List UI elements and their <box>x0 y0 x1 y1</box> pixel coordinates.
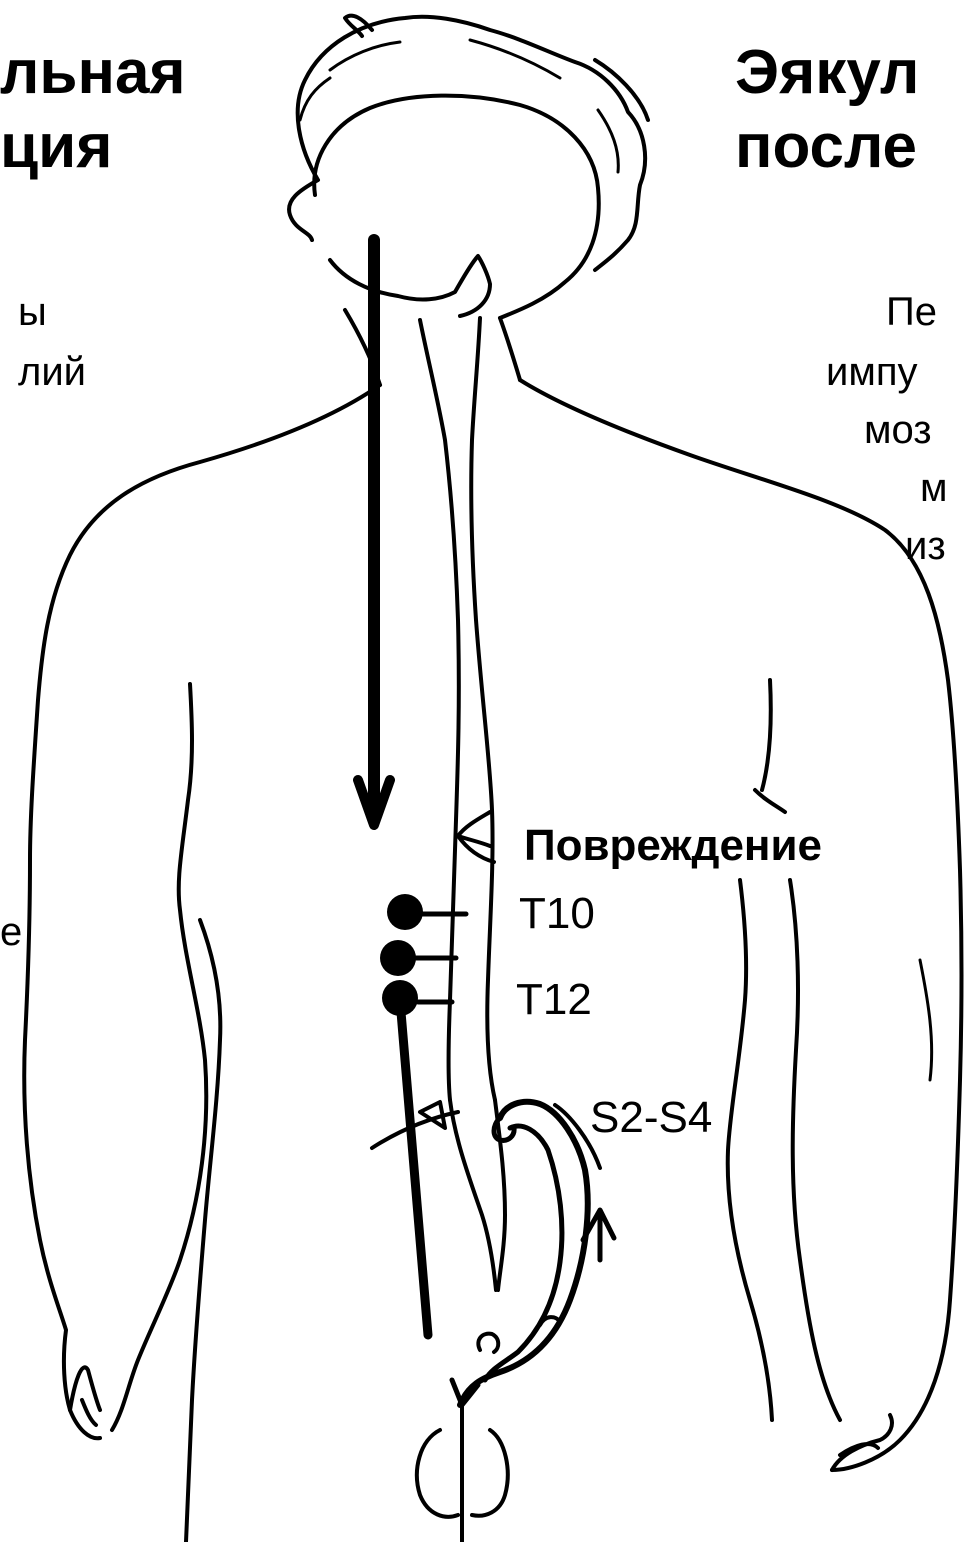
t10-label: T10 <box>519 892 595 936</box>
left-forearm-inner <box>112 684 206 1430</box>
sacral-small-loop <box>478 1334 498 1352</box>
peripheral-nerve <box>400 1000 428 1335</box>
genital-outline <box>417 1400 508 1542</box>
left-text-line1: ы <box>18 292 47 332</box>
right-text-line2: импу <box>826 352 918 392</box>
left-text-fragment: е <box>0 912 22 952</box>
right-torso-side <box>790 880 840 1420</box>
left-text-line2: лий <box>18 352 86 392</box>
spinal-cord-outline <box>420 318 495 1100</box>
t12-label: T12 <box>516 978 592 1022</box>
right-heading-line1: Эякул <box>735 42 919 104</box>
right-text-line1: Пе <box>886 292 937 332</box>
right-text-line5: из <box>905 526 946 566</box>
left-heading-line1: льная <box>0 42 186 104</box>
chin-outline <box>330 256 490 316</box>
s2-s4-label: S2-S4 <box>590 1096 712 1140</box>
right-text-line4: м <box>920 468 948 508</box>
left-torso-side <box>186 920 220 1542</box>
right-forearm-inner <box>728 680 785 1420</box>
sacral-reflex-loop <box>460 1102 588 1405</box>
left-heading-line2: ция <box>0 116 112 178</box>
injury-label: Повреждение <box>524 824 822 868</box>
groin-outline <box>450 1100 505 1290</box>
right-arm-crease <box>920 960 932 1080</box>
right-text-line3: моз <box>864 410 932 450</box>
injury-notch <box>458 812 494 862</box>
t11-node <box>380 940 416 976</box>
right-heading-line2: после <box>735 116 917 178</box>
t10-node <box>387 894 423 930</box>
